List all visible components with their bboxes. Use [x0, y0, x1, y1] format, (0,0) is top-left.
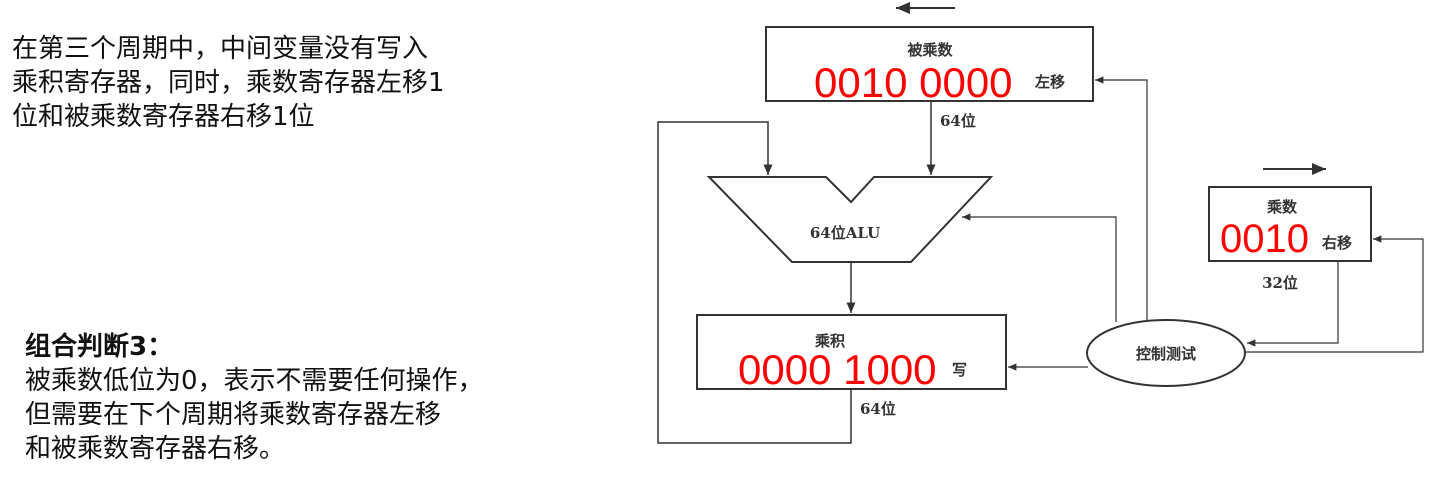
product-value: 0000 1000 [738, 346, 937, 393]
product-width: 64位 [860, 400, 896, 418]
text-line: 在第三个周期中，中间变量没有写入 [12, 34, 429, 64]
alu-shape [706, 176, 994, 263]
judgement-heading: 组合判断3： [25, 332, 174, 362]
text-line: 乘积寄存器，同时，乘数寄存器左移1 [12, 68, 445, 98]
multiplier-register [1208, 186, 1372, 262]
explanation-paragraph: 在第三个周期中，中间变量没有写入 乘积寄存器，同时，乘数寄存器左移1 位和被乘数… [12, 32, 445, 134]
control-test-unit [1086, 319, 1246, 387]
text-line: 被乘数低位为0，表示不需要任何操作， [25, 366, 484, 396]
multiplicand-width: 64位 [940, 112, 976, 130]
product-title: 乘积 [814, 332, 845, 350]
multiplicand-value: 0010 0000 [814, 59, 1013, 106]
multiplier-shift-label: 右移 [1322, 234, 1352, 252]
control-test-label: 控制测试 [1136, 345, 1196, 363]
multiplicand-register [765, 26, 1094, 102]
judgement-paragraph: 组合判断3： 被乘数低位为0，表示不需要任何操作， 但需要在下个周期将乘数寄存器… [25, 330, 484, 466]
product-write-label: 写 [952, 361, 967, 379]
alu-label: 64位ALU [810, 224, 880, 242]
multiplier-width: 32位 [1262, 274, 1298, 292]
multiplicand-title: 被乘数 [907, 41, 953, 59]
text-line: 位和被乘数寄存器右移1位 [12, 102, 315, 132]
text-line: 但需要在下个周期将乘数寄存器左移 [25, 400, 442, 430]
multiplicand-shift-label: 左移 [1034, 73, 1065, 91]
multiplier-value: 0010 [1220, 217, 1309, 261]
multiplier-title: 乘数 [1266, 198, 1298, 216]
text-line: 和被乘数寄存器右移。 [25, 434, 286, 464]
